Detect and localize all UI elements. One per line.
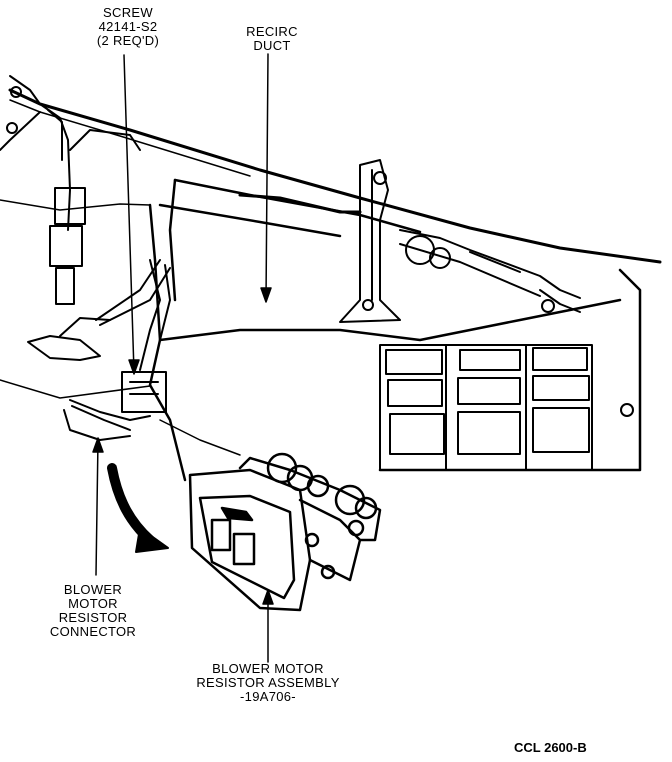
heater-housing xyxy=(0,178,642,482)
wiring-harness xyxy=(6,86,171,441)
assembly-label-line-1: BLOWER MOTOR xyxy=(212,661,324,676)
assembly-label-line-3: -19A706- xyxy=(240,689,296,704)
screw-label-line-2: 42141-S2 xyxy=(98,19,158,34)
recirc-grille xyxy=(379,344,634,471)
recirc-duct-leader xyxy=(265,53,269,301)
install-motion-arrow xyxy=(107,463,169,553)
connector-label-line-1: BLOWER xyxy=(63,582,123,597)
connector-label-line-3: RESISTOR xyxy=(58,610,128,625)
connector-label-line-4: CONNECTOR xyxy=(49,624,137,639)
recirc-duct-label-line-2: DUCT xyxy=(253,38,291,53)
connector-callout: BLOWER MOTOR RESISTOR CONNECTOR xyxy=(33,583,153,639)
connector-leader xyxy=(95,439,99,576)
dashboard-outline xyxy=(0,75,662,264)
recirc-duct-callout: RECIRC DUCT xyxy=(232,25,312,53)
assembly-callout: BLOWER MOTOR RESISTOR ASSEMBLY -19A706- xyxy=(178,662,358,704)
recirc-duct-label-line-1: RECIRC xyxy=(246,24,298,39)
screw-label-line-3: (2 REQ'D) xyxy=(96,33,160,48)
leader-lines xyxy=(92,53,274,663)
screw-label-line-1: SCREW xyxy=(103,5,153,20)
figure-code: CCL 2600-B xyxy=(514,740,587,755)
assembly-label-line-2: RESISTOR ASSEMBLY xyxy=(196,675,340,690)
screw-callout: SCREW 42141-S2 (2 REQ'D) xyxy=(78,6,178,48)
screw-leader xyxy=(123,54,135,373)
resistor-assembly xyxy=(188,452,382,612)
connector-label-line-2: MOTOR xyxy=(68,596,118,611)
recirc-door-actuator xyxy=(238,159,581,323)
